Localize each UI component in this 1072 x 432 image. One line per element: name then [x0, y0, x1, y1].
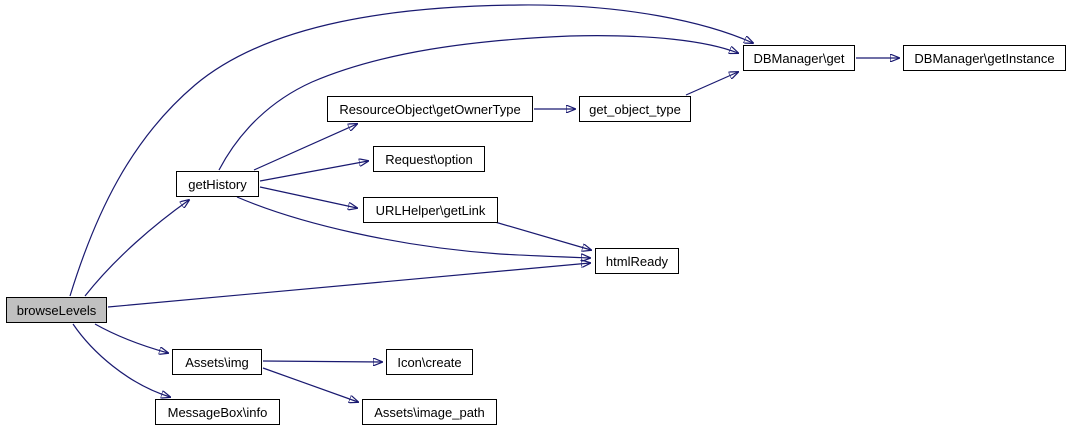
edge-get_object_type-DBManager-get — [685, 72, 738, 96]
edge-browseLevels-getHistory — [84, 200, 189, 297]
node-icon-create[interactable]: Icon\create — [386, 349, 473, 375]
edge-browseLevels-DBManager-get — [69, 4, 753, 297]
edge-browseLevels-MessageBox-info — [72, 323, 170, 397]
node-request-option[interactable]: Request\option — [373, 146, 485, 172]
node-messagebox-info[interactable]: MessageBox\info — [155, 399, 280, 425]
node-dbmanager-getinstance[interactable]: DBManager\getInstance — [903, 45, 1066, 71]
node-assets-img[interactable]: Assets\img — [172, 349, 262, 375]
edge-getHistory-htmlReady — [236, 196, 590, 258]
edge-browseLevels-Assets-img — [94, 323, 168, 353]
node-urlhelper-getlink[interactable]: URLHelper\getLink — [363, 197, 498, 223]
edge-Assets-img-Assets-image_path — [262, 367, 358, 402]
edge-getHistory-URLHelper-getLink — [259, 186, 357, 208]
node-dbmanager-get[interactable]: DBManager\get — [743, 45, 855, 71]
edge-browseLevels-htmlReady — [107, 263, 590, 308]
edge-Assets-img-Icon-create — [262, 361, 382, 362]
edge-getHistory-ResourceObject-getOwnerType — [253, 124, 357, 171]
node-htmlready[interactable]: htmlReady — [595, 248, 679, 274]
node-gethistory[interactable]: getHistory — [176, 171, 259, 197]
node-browselevels: browseLevels — [6, 297, 107, 323]
node-assets-image-path[interactable]: Assets\image_path — [362, 399, 497, 425]
node-get-object-type[interactable]: get_object_type — [579, 96, 691, 122]
edge-getHistory-DBManager-get — [218, 35, 738, 171]
node-resourceobject-getownertype[interactable]: ResourceObject\getOwnerType — [327, 96, 533, 122]
edge-getHistory-Request-option — [259, 161, 368, 182]
edge-URLHelper-getLink-htmlReady — [494, 221, 591, 250]
